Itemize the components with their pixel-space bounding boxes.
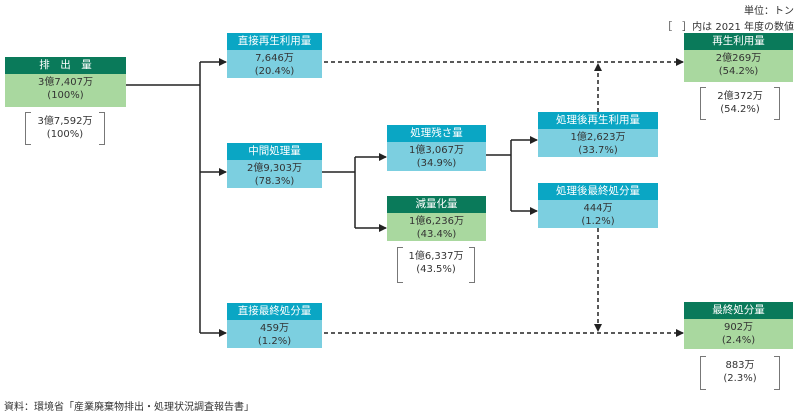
box-value: 2億269万 [715,53,762,64]
box-value: 902万 [723,322,754,333]
box-value: 1億2,623万 [570,132,626,143]
box-pct: (34.9%) [416,158,457,169]
emission-box: 排 出 量 3億7,407万 (100%) [5,57,126,107]
box-pct: (1.2%) [257,336,292,347]
box-pct: (54.2%) [718,66,759,77]
box-pct: (43.4%) [416,229,457,240]
box-title: 再生利用量 [684,33,793,50]
box-title: 処理後最終処分量 [538,183,658,200]
prev-pct: (2.3%) [723,373,757,384]
box-value: 2億9,303万 [247,163,302,174]
box-title: 直接最終処分量 [227,303,322,320]
unit-note: 単位：トン [744,6,794,17]
post-final-box: 処理後最終処分量 444万 (1.2%) [538,183,658,228]
residue-box: 処理残さ量 1億3,067万 (34.9%) [387,125,486,171]
direct-final-box: 直接最終処分量 459万 (1.2%) [227,303,322,348]
prev-value: 2億372万 [717,91,763,102]
box-value: 3億7,407万 [38,77,93,88]
prev-pct: (43.5%) [416,264,456,275]
box-title: 排 出 量 [5,57,126,74]
prev-value: 3億7,592万 [37,116,93,127]
box-value: 7,646万 [255,53,294,64]
bracket-note: ［ ］内は 2021 年度の数値 [662,22,794,33]
final-total-box: 最終処分量 902万 (2.4%) [684,302,793,349]
line-emission [126,62,201,333]
box-title: 中間処理量 [227,143,322,160]
prev-pct: (100%) [46,129,84,140]
emission-prev-bracket: 3億7,592万 (100%) [25,112,105,145]
box-title: 最終処分量 [684,302,793,319]
box-pct: (20.4%) [254,66,295,77]
box-title: 直接再生利用量 [227,33,322,50]
recycle-total-box: 再生利用量 2億269万 (54.2%) [684,33,793,82]
box-title: 減量化量 [387,196,486,213]
intermediate-box: 中間処理量 2億9,303万 (78.3%) [227,143,322,188]
final-total-prev-bracket: 883万 (2.3%) [700,356,780,390]
direct-recycle-box: 直接再生利用量 7,646万 (20.4%) [227,33,322,78]
box-pct: (100%) [47,90,84,101]
box-title: 処理後再生利用量 [538,112,658,129]
line-intermediate [322,157,356,228]
box-pct: (2.4%) [721,335,756,346]
prev-value: 883万 [725,360,755,371]
box-value: 444万 [583,203,613,214]
reduction-prev-bracket: 1億6,337万 (43.5%) [397,247,475,283]
line-residue [486,140,512,211]
box-pct: (33.7%) [578,145,618,156]
recycle-total-prev-bracket: 2億372万 (54.2%) [700,87,780,120]
post-recycle-box: 処理後再生利用量 1億2,623万 (33.7%) [538,112,658,157]
box-pct: (78.3%) [254,176,295,187]
prev-pct: (54.2%) [720,104,760,115]
reduction-box: 減量化量 1億6,236万 (43.4%) [387,196,486,241]
prev-value: 1億6,337万 [408,251,464,262]
source-note: 資料：環境省「産業廃棄物排出・処理状況調査報告書」 [4,402,254,413]
box-value: 1億6,236万 [409,216,464,227]
box-title: 処理残さ量 [387,125,486,142]
box-value: 459万 [259,323,290,334]
box-value: 1億3,067万 [409,145,464,156]
box-pct: (1.2%) [581,216,615,227]
